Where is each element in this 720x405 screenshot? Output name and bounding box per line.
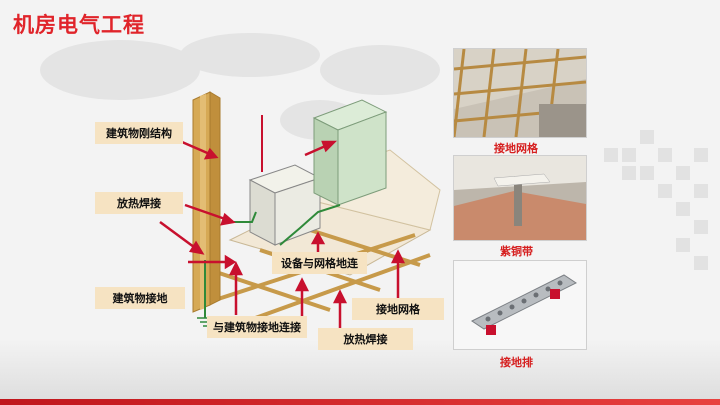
label-ground-grid: 接地网格 <box>352 298 444 320</box>
callout-arrows <box>159 140 406 330</box>
label-equipment-to-grid: 设备与网格地连 <box>272 252 367 274</box>
label-steel-structure: 建筑物刚结构 <box>95 122 183 144</box>
label-exothermic-weld-bottom: 放热焊接 <box>318 328 413 350</box>
photo-ground-bar <box>453 260 587 350</box>
caption-copper-strip: 紫铜带 <box>500 245 533 258</box>
caption-ground-grid: 接地网格 <box>494 142 538 155</box>
label-connect-building-ground: 与建筑物接地连接 <box>207 316 307 338</box>
large-cabinet <box>312 99 388 206</box>
label-building-ground: 建筑物接地 <box>95 287 185 309</box>
steel-column <box>192 91 221 313</box>
caption-ground-bar: 接地排 <box>500 356 533 369</box>
page-title: 机房电气工程 <box>13 13 145 37</box>
photo-ground-grid <box>453 48 587 138</box>
small-cabinet <box>248 164 322 246</box>
ground-wires <box>204 204 341 318</box>
label-exothermic-weld-left: 放热焊接 <box>95 192 183 214</box>
photo-copper-strip <box>453 155 587 241</box>
